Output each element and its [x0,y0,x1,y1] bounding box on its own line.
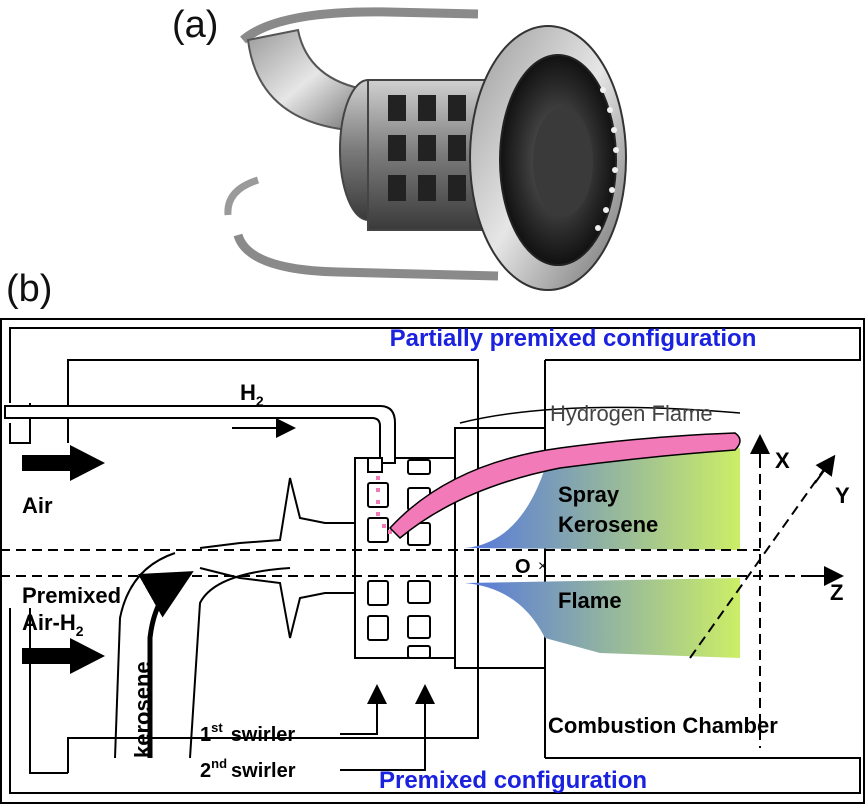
air-arrow [22,445,105,481]
h2-pipe [5,406,395,463]
kerosene-label: kerosene [130,661,155,758]
top-caption: Partially premixed configuration [390,325,757,352]
axis-x-label: X [775,448,790,473]
injector-photo [218,0,628,312]
origin-label: O [515,556,531,578]
axis-z-label: Z [830,580,843,605]
panel-a-label: (a) [172,4,218,47]
bottom-caption: Premixed configuration [379,767,647,794]
burner-schematic: Partially premixed configuration Premixe… [0,318,866,805]
spray-label-line2: Kerosene [558,512,658,537]
swirler-2-label: 2ndswirler [200,756,296,782]
origin-marker: × [538,558,547,575]
spray-label-line1: Spray [558,482,620,507]
kerosene-arrow [150,576,185,758]
air-label: Air [22,493,53,518]
flame-label: Flame [558,588,622,613]
premixed-label-line2: Air-H2 [22,610,84,639]
tube-lower [238,235,498,276]
combustion-chamber-label: Combustion Chamber [548,713,778,738]
panel-b-label: (b) [6,268,52,311]
premixed-arrow [22,638,105,674]
hydrogen-flame-label: Hydrogen Flame [550,401,713,426]
premixed-label-line1: Premixed [22,583,121,608]
h2-label: H2 [240,380,264,409]
swirler-1-label: 1stswirler [200,720,295,746]
axis-y-label: Y [835,483,850,508]
